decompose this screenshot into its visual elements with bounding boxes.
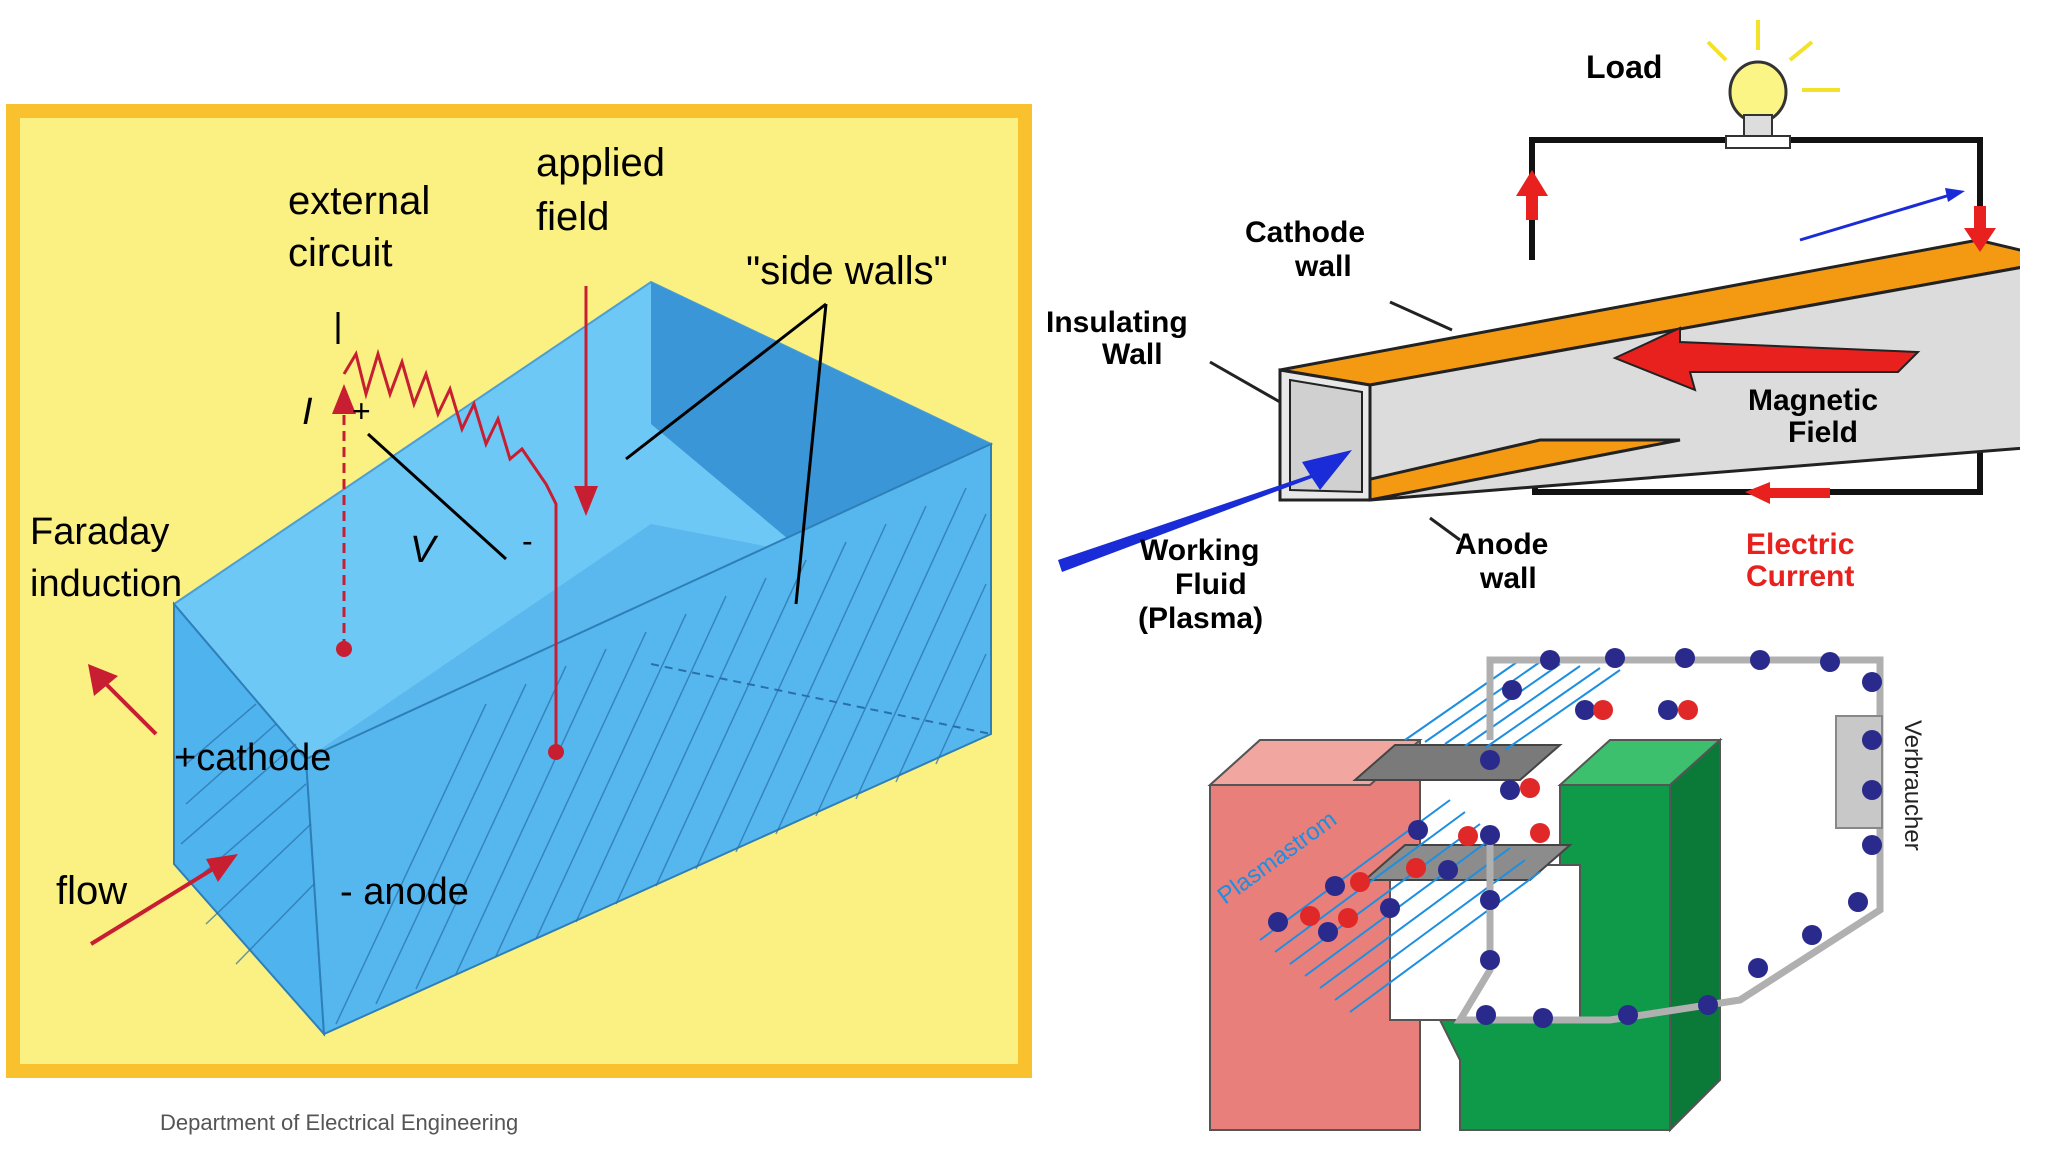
applied-field-label-1: applied <box>536 141 665 185</box>
plasma-field-lines <box>1259 659 1621 1013</box>
side-walls-label: "side walls" <box>746 249 948 293</box>
minus-label: - <box>522 523 533 559</box>
faraday-label-1: Faraday <box>30 511 169 553</box>
charge-dots-blue <box>1268 648 1882 1028</box>
magnet-green-right <box>1669 737 1721 1133</box>
anode-label-2: wall <box>1479 562 1537 595</box>
plus-label: + <box>352 393 371 429</box>
current-down-arrow <box>1964 206 1996 252</box>
load-label: Load <box>1586 49 1662 85</box>
electric-current-label-1: Electric <box>1746 528 1854 561</box>
verbraucher-label: Verbraucher <box>1899 720 1926 851</box>
external-circuit <box>342 348 558 749</box>
faraday-label-2: induction <box>30 563 182 605</box>
hidden-edge <box>650 663 992 735</box>
electric-current-label-2: Current <box>1746 560 1854 593</box>
side-wall-hatching <box>180 487 987 1025</box>
duct-front-right-face <box>304 442 992 1036</box>
working-label-1: Working <box>1140 534 1259 567</box>
flow-arrow-head <box>206 854 238 882</box>
circuit-terminal-top <box>336 641 352 657</box>
cathode-label-2: wall <box>1294 250 1352 283</box>
circuit-terminal-bottom <box>548 744 564 760</box>
current-left-arrow <box>1745 482 1830 504</box>
mhd-duct-diagram: external circuit applied field "side wal… <box>6 104 1032 1078</box>
anode-label-1: Anode <box>1455 528 1548 561</box>
magnetic-label-2: Field <box>1788 416 1858 449</box>
plasma-magnet-diagram: Plasmastrom Verbraucher <box>1207 648 1926 1133</box>
flow-direction-arrow <box>1945 188 1965 202</box>
cathode-label: +cathode <box>174 737 331 779</box>
faraday-arrow-head <box>88 664 118 696</box>
anode-label: - anode <box>340 871 469 913</box>
insulating-label-1: Insulating <box>1046 306 1188 339</box>
anode-pointer <box>1429 516 1461 542</box>
light-bulb-icon <box>1706 20 1840 149</box>
applied-field-arrow <box>574 486 598 516</box>
external-circuit-label-2: circuit <box>288 231 392 275</box>
external-circuit-label-1: external <box>288 179 430 223</box>
side-walls-pointer-1 <box>625 302 827 461</box>
cathode-pointer <box>1389 300 1453 332</box>
insulating-pointer <box>1209 360 1281 404</box>
footer-department: Department of Electrical Engineering <box>160 1110 519 1135</box>
current-arrow <box>332 384 356 414</box>
cathode-label-1: Cathode <box>1245 216 1365 249</box>
voltage-label: V <box>410 529 439 571</box>
voltage-indicator-line <box>366 432 508 561</box>
magnet-pink-left <box>1209 739 1421 1131</box>
current-up-arrow <box>1516 170 1548 220</box>
working-fluid-arrow <box>1058 450 1352 572</box>
mhd-generator-schematic: Load Cathode wall Insulating Wall Magnet… <box>1046 20 2020 635</box>
current-label: I <box>302 391 313 433</box>
side-walls-pointer-2 <box>794 303 828 605</box>
magnetic-label-1: Magnetic <box>1748 384 1878 417</box>
working-label-3: (Plasma) <box>1138 602 1263 635</box>
working-label-2: Fluid <box>1175 568 1247 601</box>
flow-arrow-line <box>89 862 223 946</box>
flow-direction-line <box>1799 193 1951 242</box>
faraday-arrow-line <box>99 677 158 736</box>
flow-label: flow <box>56 869 127 913</box>
magnetic-field-arrow <box>1612 326 1921 392</box>
electrode-top <box>1352 744 1563 781</box>
charge-dots-red <box>1300 700 1698 928</box>
applied-field-label-2: field <box>536 195 609 239</box>
insulating-label-2: Wall <box>1102 338 1163 371</box>
